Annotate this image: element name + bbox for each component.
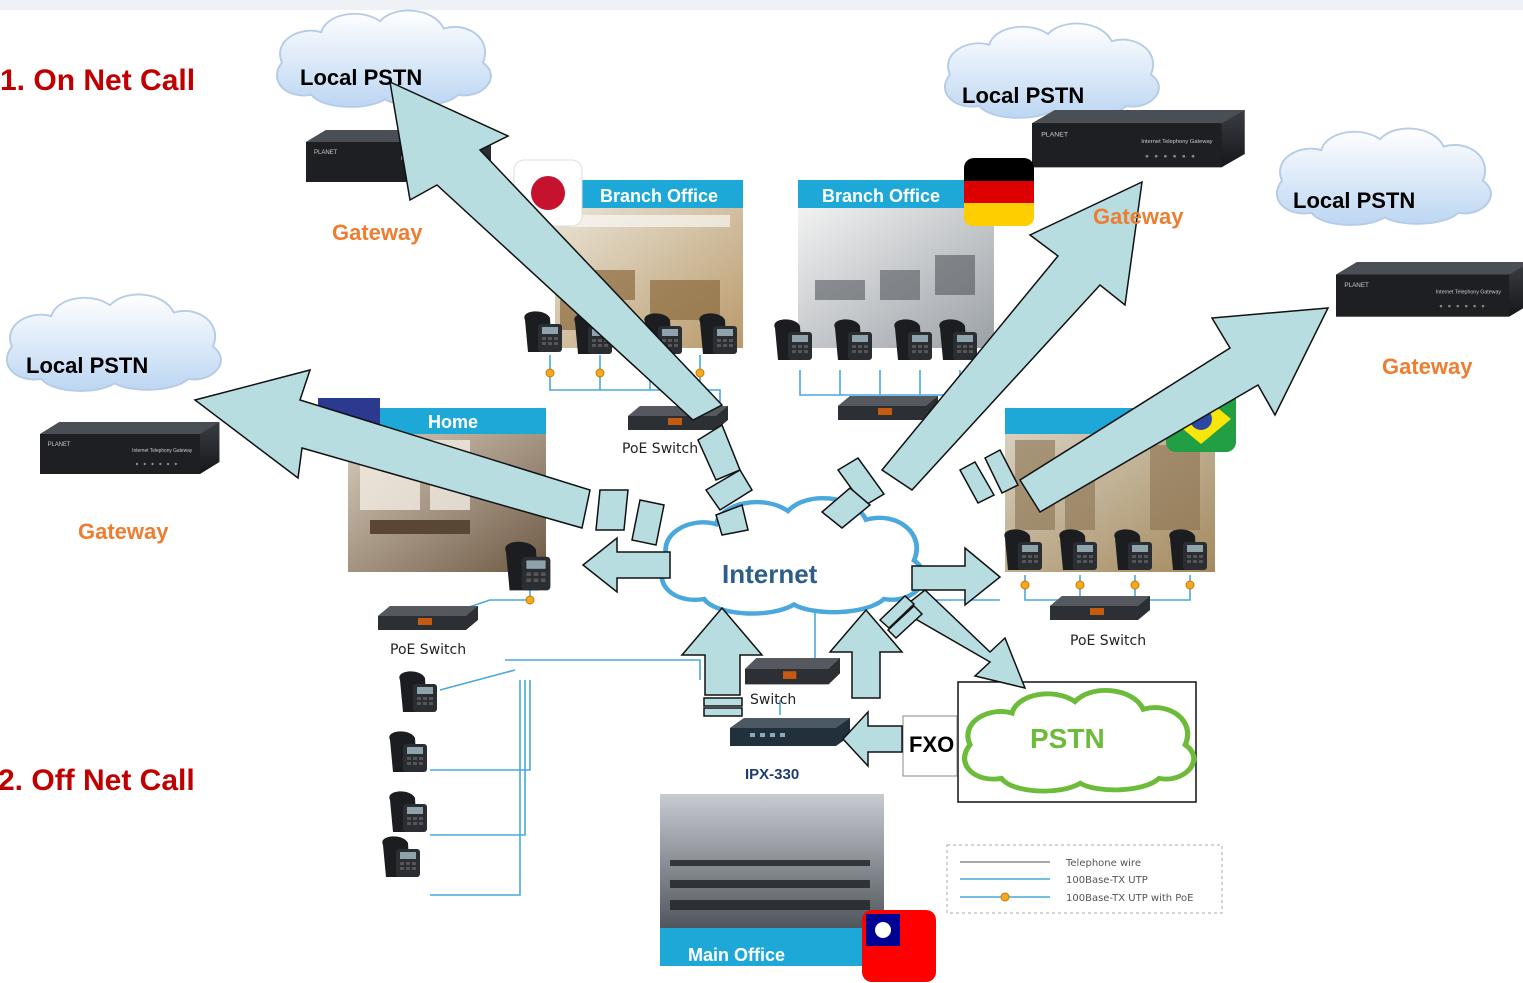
- switch-label: Switch: [750, 692, 796, 708]
- arrow-ipx-to-internet: [680, 606, 764, 696]
- main-switch: [745, 658, 840, 685]
- poe-switch-germany: [838, 396, 938, 420]
- pstn-label: PSTN: [1030, 723, 1105, 754]
- local-pstn-label-topright: Local PSTN: [962, 83, 1084, 108]
- off-net-call-title: 2. Off Net Call: [0, 764, 195, 797]
- poe-switch-label-warehouse: PoE Switch: [1070, 633, 1146, 649]
- arrow-to-topright-gateway: [880, 180, 1143, 491]
- arrow-fxo-to-ipx: [841, 710, 903, 768]
- ipx-330-label: IPX-330: [745, 766, 799, 783]
- poe-switch-label-home: PoE Switch: [390, 642, 466, 658]
- gateway-device-topright: [1032, 110, 1245, 168]
- gateway-label-left: Gateway: [78, 519, 169, 544]
- arrow-to-warehouse: [911, 546, 1002, 607]
- internet-cloud: [662, 498, 924, 613]
- taiwan-flag-icon: [862, 910, 936, 982]
- call-flow-arrows: [193, 80, 1330, 768]
- local-pstn-label-topleft: Local PSTN: [300, 65, 422, 90]
- on-net-call-title: 1. On Net Call: [0, 64, 195, 97]
- main-office-label: Main Office: [688, 945, 785, 965]
- local-pstn-cloud-topleft: [275, 9, 492, 108]
- gateway-label-topright: Gateway: [1093, 204, 1184, 229]
- arrow-switch-to-internet: [828, 608, 904, 699]
- legend-telephone-wire: Telephone wire: [1065, 858, 1141, 869]
- local-pstn-label-right: Local PSTN: [1293, 188, 1415, 213]
- arrow-to-topleft-pstn: [389, 80, 724, 421]
- main-office: [660, 794, 936, 982]
- local-pstn-label-left: Local PSTN: [26, 353, 148, 378]
- arrow-to-pstn: [898, 589, 1027, 690]
- fxo-box: [902, 715, 958, 777]
- poe-switch-label-japan: PoE Switch: [622, 441, 698, 457]
- legend-utp: 100Base-TX UTP: [1066, 875, 1148, 886]
- internet-label: Internet: [722, 559, 818, 589]
- home-label: Home: [428, 412, 478, 432]
- legend-utp-poe: 100Base-TX UTP with PoE: [1066, 893, 1193, 904]
- gateway-device-left: [40, 422, 220, 474]
- gateway-label-topleft: Gateway: [332, 220, 423, 245]
- top-rule: [0, 0, 1523, 10]
- fxo-label: FXO: [909, 732, 954, 757]
- germany-flag-icon: [964, 158, 1034, 226]
- poe-switch-home: [378, 606, 478, 630]
- arrow-to-home: [581, 536, 671, 594]
- branch-office-label-japan: Branch Office: [600, 186, 718, 206]
- ipx-330-device: [730, 718, 850, 746]
- gateway-label-right: Gateway: [1382, 354, 1473, 379]
- legend: [946, 844, 1223, 914]
- branch-office-label-germany: Branch Office: [822, 186, 940, 206]
- gateway-device-right: [1336, 262, 1523, 317]
- poe-switch-warehouse: [1050, 596, 1150, 620]
- arrow-to-right-gateway: [1018, 307, 1330, 514]
- arrow-to-left-pstn: [193, 368, 591, 529]
